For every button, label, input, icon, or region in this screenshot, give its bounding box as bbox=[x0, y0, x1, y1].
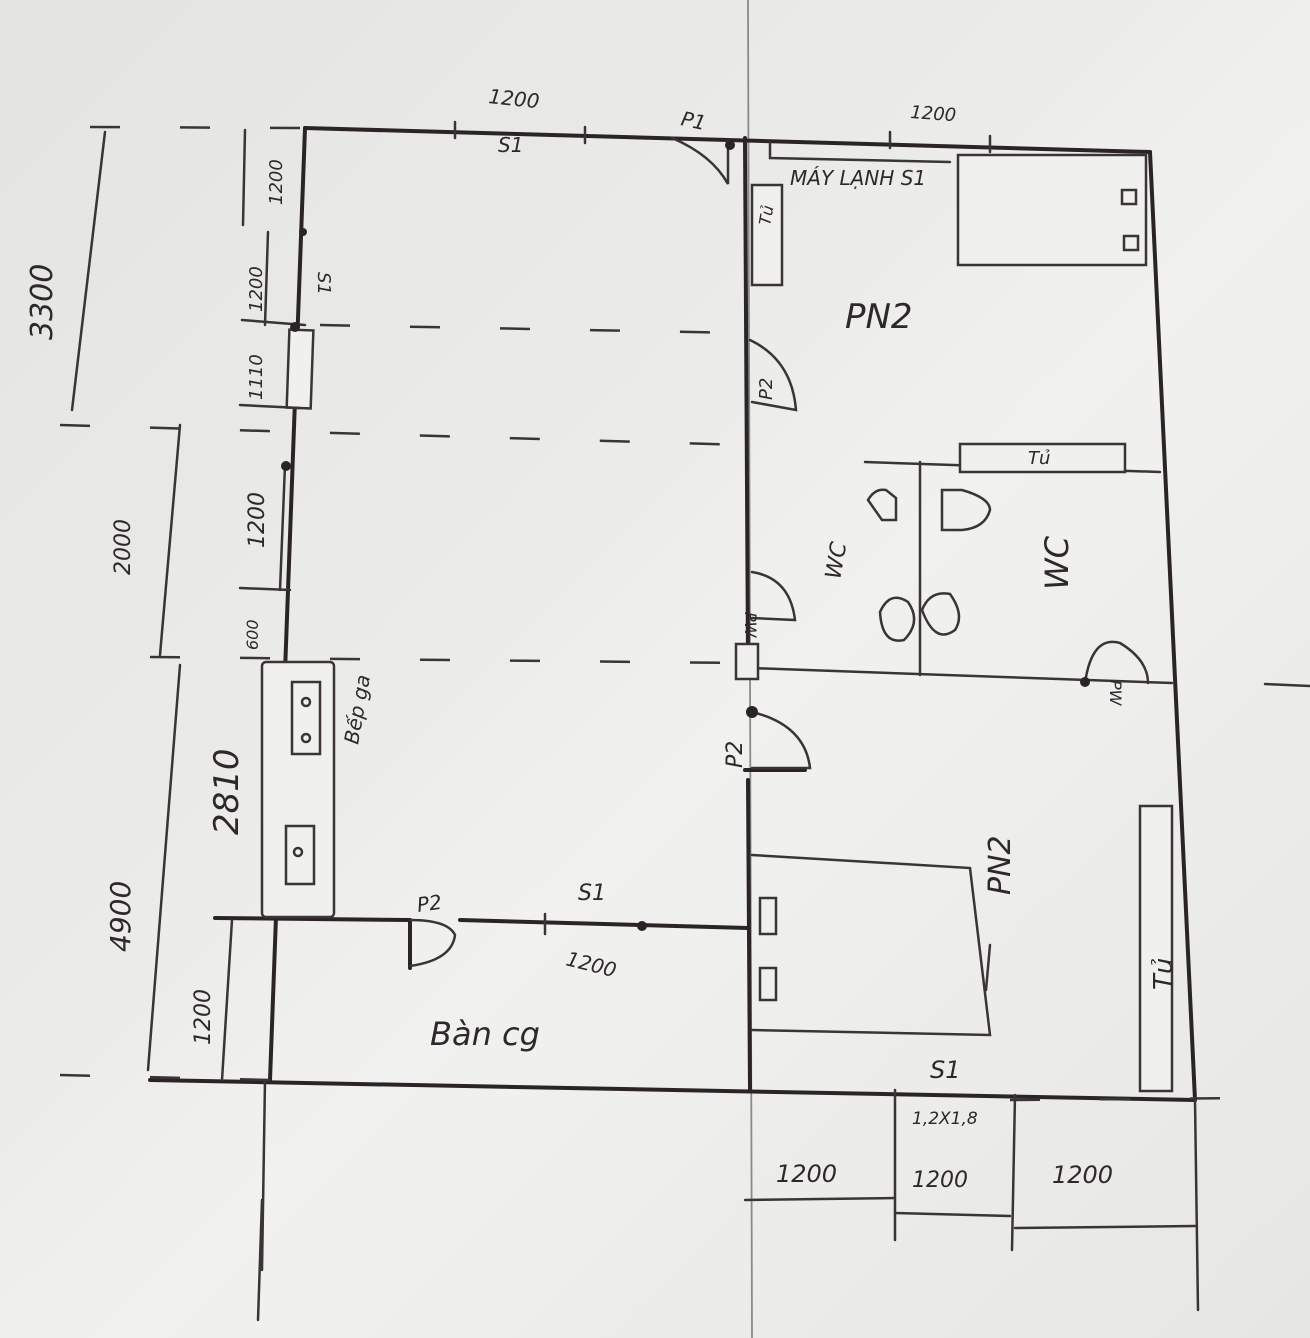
left-dim-1200-a: 1200 bbox=[266, 159, 287, 205]
outer-dim-3300: 3300 bbox=[25, 264, 60, 340]
lower-bedroom-fixtures bbox=[750, 804, 1174, 1093]
pn2-lower-label: PN2 bbox=[983, 835, 1018, 895]
p2-kitchen-label: P2 bbox=[415, 890, 443, 917]
left-dim-1200-b: 1200 bbox=[246, 266, 267, 312]
left-dim-1110: 1110 bbox=[246, 354, 267, 400]
left-wall-windows bbox=[238, 128, 315, 592]
pw-right-label: PW bbox=[1106, 680, 1125, 707]
dimension-lines bbox=[70, 130, 1310, 1252]
stove-counter bbox=[260, 660, 336, 919]
bedroom-top-fixtures bbox=[750, 140, 1148, 474]
bottom-dim-3: 1200 bbox=[1052, 1161, 1113, 1189]
s1-kitchen-label: S1 bbox=[578, 881, 606, 906]
s1-bottom-label: S1 bbox=[930, 1056, 961, 1084]
left-dim-600: 600 bbox=[243, 619, 262, 650]
tu-right-label: Tủ bbox=[1149, 958, 1179, 990]
outer-dim-2000: 2000 bbox=[111, 519, 136, 575]
top-dim-left: 1200 bbox=[487, 84, 540, 113]
s1-left-label: S1 bbox=[313, 272, 334, 295]
exterior-walls bbox=[148, 126, 1200, 1322]
bottom-dim-2: 1200 bbox=[912, 1168, 968, 1193]
window-size-label: 1,2X1,8 bbox=[912, 1109, 978, 1129]
top-dim-right: 1200 bbox=[910, 102, 957, 126]
kitchen-dim-label: 1200 bbox=[564, 947, 619, 983]
wc-fixtures bbox=[866, 488, 992, 642]
doors bbox=[408, 136, 1150, 968]
wc-left-label: WC bbox=[821, 540, 852, 582]
pw-left-label: PW bbox=[741, 612, 760, 639]
p1-label: P1 bbox=[679, 106, 708, 135]
p2-upper-label: P2 bbox=[756, 378, 777, 400]
bep-ga-label: Bếp ga bbox=[339, 673, 375, 746]
may-lanh-label: MÁY LẠNH S1 bbox=[790, 166, 926, 190]
outer-dim-4900: 4900 bbox=[104, 881, 137, 952]
left-dim-1200-d: 1200 bbox=[191, 989, 216, 1045]
wall-ticks bbox=[453, 120, 992, 936]
left-dim-2810: 2810 bbox=[207, 748, 247, 835]
wc-right-label: WC bbox=[1038, 535, 1076, 590]
bottom-dim-1: 1200 bbox=[776, 1160, 837, 1188]
tu-top-label: Tủ bbox=[755, 204, 777, 227]
left-dim-1200-c: 1200 bbox=[245, 492, 270, 548]
tu-wc-label: Tủ bbox=[1028, 448, 1050, 469]
kitchen-partition bbox=[213, 916, 750, 1082]
ban-cg-label: Bàn cg bbox=[430, 1015, 540, 1053]
pn2-top-label: PN2 bbox=[845, 297, 913, 337]
dashed-gridlines bbox=[59, 125, 1251, 1102]
s1-top-label: S1 bbox=[498, 133, 523, 157]
p2-lower-label: P2 bbox=[723, 741, 748, 768]
